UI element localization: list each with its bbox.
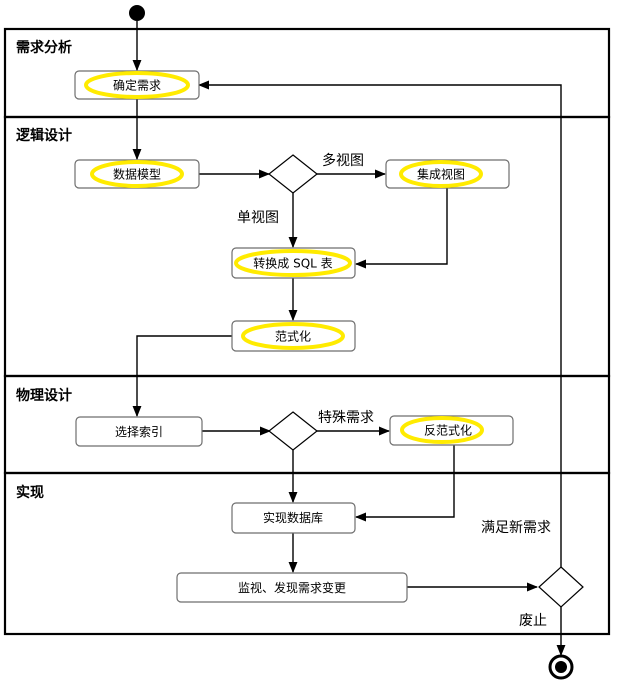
svg-text:转换成 SQL 表: 转换成 SQL 表 (253, 256, 332, 271)
node-normalize: 范式化 (231, 320, 356, 352)
node-data-model: 数据模型 (74, 159, 200, 189)
lane-title-logical: 逻辑设计 (16, 127, 72, 144)
svg-text:数据模型: 数据模型 (113, 167, 161, 182)
node-convert-to-sql: 转换成 SQL 表 (231, 247, 356, 279)
node-implement-database: 实现数据库 (231, 502, 356, 534)
svg-text:反范式化: 反范式化 (424, 424, 472, 438)
svg-text:范式化: 范式化 (275, 330, 311, 344)
start-node (129, 5, 145, 21)
edge-loop-confirm (197, 80, 562, 567)
special-decision (268, 411, 318, 451)
node-monitor: 监视、发现需求变更 (176, 572, 408, 603)
svg-text:实现数据库: 实现数据库 (263, 510, 323, 525)
edge-integrate-convert (354, 188, 448, 269)
end-node (548, 654, 574, 680)
lane-implementation (3, 471, 611, 636)
view-decision (268, 154, 318, 194)
node-denormalize: 反范式化 (389, 415, 514, 446)
lane-title-requirements: 需求分析 (16, 39, 72, 56)
svg-text:确定需求: 确定需求 (113, 78, 161, 93)
node-select-index: 选择索引 (75, 416, 203, 447)
svg-text:集成视图: 集成视图 (417, 167, 465, 182)
label-multi-view: 多视图 (322, 152, 364, 169)
svg-text:选择索引: 选择索引 (115, 425, 163, 439)
label-single-view: 单视图 (237, 210, 279, 226)
label-new-requirements: 满足新需求 (481, 520, 551, 536)
lane-title-implementation: 实现 (16, 484, 44, 501)
label-discard: 废止 (519, 613, 547, 629)
node-confirm-requirements: 确定需求 (74, 70, 200, 100)
svg-text:监视、发现需求变更: 监视、发现需求变更 (238, 580, 346, 595)
edge-normalize-index (132, 335, 232, 418)
label-special-requirements: 特殊需求 (318, 410, 374, 426)
change-decision (538, 566, 584, 608)
lane-title-physical: 物理设计 (16, 387, 72, 404)
edge-denormalize-implement (354, 445, 455, 522)
node-integrate-views: 集成视图 (385, 159, 510, 189)
